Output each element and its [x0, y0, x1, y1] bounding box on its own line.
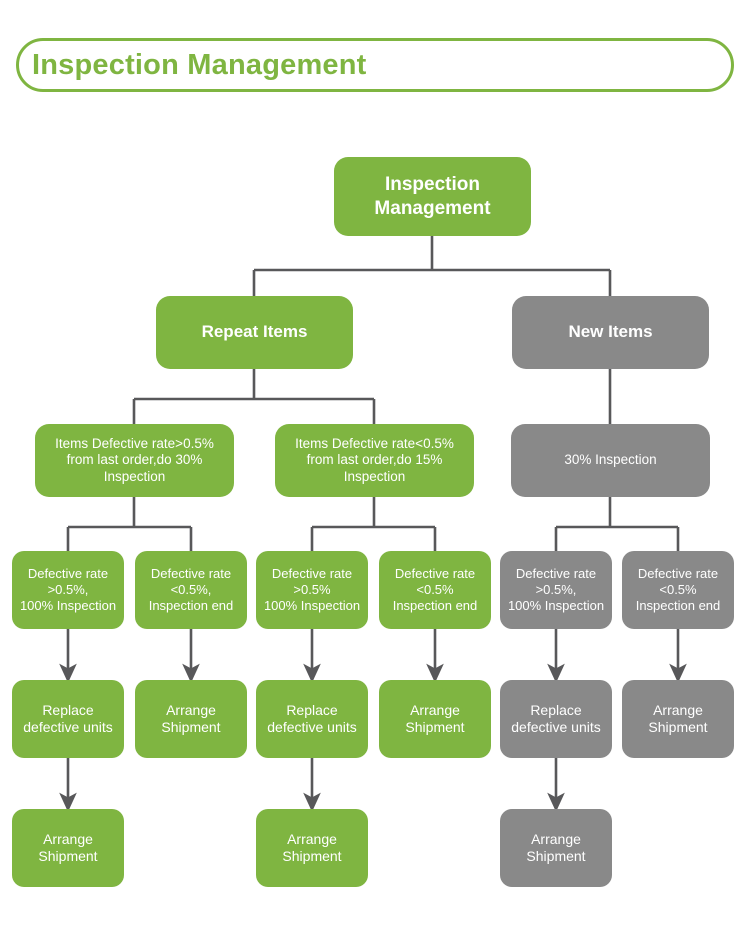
- node-line: Items Defective rate<0.5%: [295, 435, 454, 451]
- node-line: 100% Inspection: [507, 597, 605, 613]
- node-line: <0.5%,: [170, 582, 212, 598]
- node-inspection-management[interactable]: Inspection Management: [334, 157, 531, 236]
- node-line: Arrange: [287, 830, 337, 847]
- node-line: Inspection end: [635, 597, 721, 613]
- node-line: Shipment: [161, 719, 221, 735]
- node-line: <0.5%: [659, 582, 697, 598]
- node-action-a3[interactable]: Replace defective units: [256, 680, 368, 758]
- node-repeat-high-defect[interactable]: Items Defective rate>0.5% from last orde…: [35, 424, 234, 497]
- node-line: Arrange: [43, 830, 93, 847]
- node-line: Shipment: [526, 848, 586, 864]
- node-shipment-s3[interactable]: Arrange Shipment: [500, 809, 612, 887]
- node-action-a1[interactable]: Replace defective units: [12, 680, 124, 758]
- node-line: Inspection: [103, 468, 166, 484]
- node-line: defective units: [511, 719, 601, 735]
- node-line: 100% Inspection: [19, 597, 117, 613]
- node-result-c4[interactable]: Defective rate <0.5% Inspection end: [379, 551, 491, 629]
- node-line: Inspection: [384, 174, 480, 196]
- node-new-items[interactable]: New Items: [512, 296, 709, 369]
- node-line: Inspection end: [148, 597, 234, 613]
- node-line: Defective rate: [271, 566, 353, 582]
- node-result-c2[interactable]: Defective rate <0.5%, Inspection end: [135, 551, 247, 629]
- node-new-30-inspection[interactable]: 30% Inspection: [511, 424, 710, 497]
- node-line: Replace: [530, 701, 582, 718]
- node-result-c1[interactable]: Defective rate >0.5%, 100% Inspection: [12, 551, 124, 629]
- node-line: New Items: [568, 322, 653, 342]
- node-line: Defective rate: [637, 566, 719, 582]
- node-line: Defective rate: [150, 566, 232, 582]
- node-line: 100% Inspection: [263, 597, 361, 613]
- node-line: Arrange: [531, 830, 581, 847]
- title-banner: [16, 38, 734, 92]
- node-line: 30% Inspection: [564, 452, 657, 468]
- node-line: <0.5%: [416, 582, 454, 598]
- node-line: Repeat Items: [201, 322, 308, 342]
- node-line: Management: [374, 197, 491, 219]
- node-line: >0.5%,: [47, 582, 89, 598]
- node-line: Arrange: [410, 701, 460, 718]
- node-line: Replace: [42, 701, 94, 718]
- node-line: Arrange: [653, 701, 703, 718]
- node-line: >0.5%: [293, 582, 331, 598]
- node-shipment-s1[interactable]: Arrange Shipment: [12, 809, 124, 887]
- node-line: Defective rate: [394, 566, 476, 582]
- node-repeat-low-defect[interactable]: Items Defective rate<0.5% from last orde…: [275, 424, 474, 497]
- node-line: Shipment: [405, 719, 465, 735]
- node-action-a2[interactable]: Arrange Shipment: [135, 680, 247, 758]
- node-line: Defective rate: [515, 566, 597, 582]
- node-line: from last order,do 15%: [306, 452, 443, 468]
- node-line: Defective rate: [27, 566, 109, 582]
- node-line: Replace: [286, 701, 338, 718]
- node-line: defective units: [267, 719, 357, 735]
- node-line: >0.5%,: [535, 582, 577, 598]
- node-line: Shipment: [38, 848, 98, 864]
- node-line: from last order,do 30%: [66, 452, 203, 468]
- node-action-a5[interactable]: Replace defective units: [500, 680, 612, 758]
- node-action-a4[interactable]: Arrange Shipment: [379, 680, 491, 758]
- node-result-c3[interactable]: Defective rate >0.5% 100% Inspection: [256, 551, 368, 629]
- page-title: Inspection Management: [32, 49, 367, 81]
- node-shipment-s2[interactable]: Arrange Shipment: [256, 809, 368, 887]
- node-line: Inspection: [343, 468, 406, 484]
- node-line: Arrange: [166, 701, 216, 718]
- node-result-c6[interactable]: Defective rate <0.5% Inspection end: [622, 551, 734, 629]
- node-line: defective units: [23, 719, 113, 735]
- node-action-a6[interactable]: Arrange Shipment: [622, 680, 734, 758]
- node-line: Shipment: [282, 848, 342, 864]
- node-result-c5[interactable]: Defective rate >0.5%, 100% Inspection: [500, 551, 612, 629]
- node-line: Inspection end: [392, 597, 478, 613]
- node-line: Shipment: [648, 719, 708, 735]
- node-repeat-items[interactable]: Repeat Items: [156, 296, 353, 369]
- node-line: Items Defective rate>0.5%: [55, 435, 214, 451]
